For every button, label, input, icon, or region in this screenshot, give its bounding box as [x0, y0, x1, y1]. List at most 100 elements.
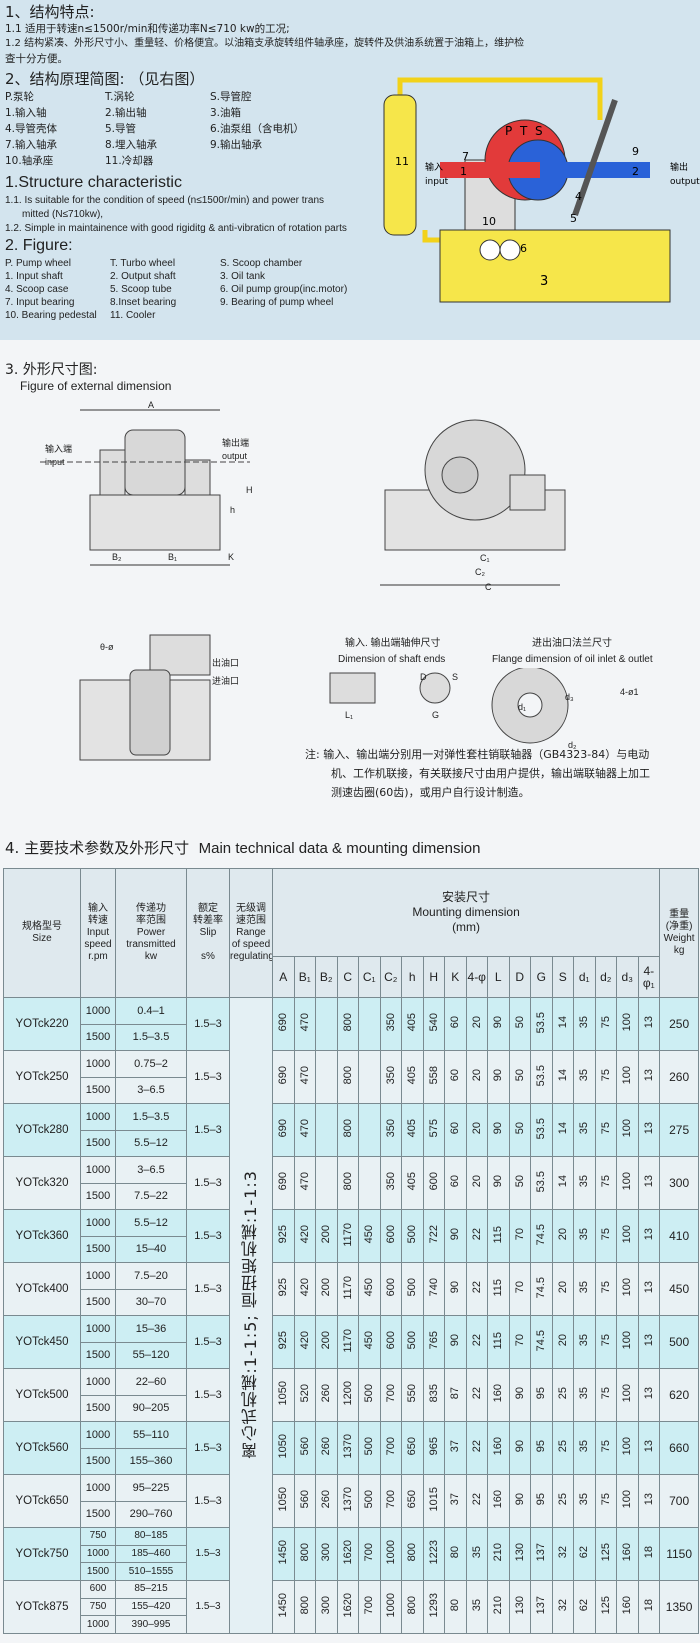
dim-cell-value: 14	[556, 1016, 569, 1029]
dim-cell: 22	[465, 1368, 488, 1422]
dim-cell: 95	[530, 1421, 553, 1475]
dim-cell: 22	[465, 1474, 488, 1528]
dim-cell: 690	[272, 1103, 295, 1157]
dim-c1-label: C₁	[480, 553, 490, 563]
dim-cell-value: 420	[298, 1278, 311, 1297]
schematic-label-6: 6	[520, 242, 527, 255]
oil-inlet-label: 进油口	[212, 676, 240, 686]
header-dim: d₃	[616, 956, 639, 998]
dim-cell-value: 75	[599, 1175, 612, 1188]
dim-cell-value: 53.5	[535, 1064, 548, 1087]
size-cell: YOTck875	[3, 1579, 81, 1634]
dim-cell-value: 75	[599, 1069, 612, 1082]
dim-cell-value: 210	[492, 1595, 505, 1615]
dim-h-upper-label: H	[246, 485, 253, 495]
dim-cell: 90	[487, 1103, 510, 1157]
dim-cell: 835	[422, 1368, 445, 1422]
power-cell: 3–6.5	[115, 1076, 187, 1104]
dim-cell: 20	[465, 1103, 488, 1157]
dim-cell-value: 558	[427, 1066, 440, 1085]
dim-cell-value: 100	[621, 1013, 634, 1032]
dim-cell: 300	[315, 1579, 338, 1634]
dim-cell: 500	[401, 1315, 424, 1369]
dim-cell-value: 115	[492, 1225, 505, 1244]
parts-list-item: T. Turbo wheel	[110, 258, 176, 269]
dim-cell: 500	[358, 1421, 381, 1475]
header-text: 传递功	[136, 903, 166, 914]
dim-cell-value: 925	[277, 1225, 290, 1244]
dim-cell-value: 1170	[341, 1222, 354, 1247]
parts-list-item: 7.输入轴承	[5, 139, 58, 151]
dim-cell: 90	[487, 997, 510, 1051]
slip-cell: 1.5–3	[186, 1209, 230, 1263]
power-cell: 185–460	[115, 1544, 187, 1564]
shaft-title-en: Dimension of shaft ends	[338, 654, 446, 665]
dim-cell: 1170	[336, 1209, 359, 1263]
weight-cell: 300	[659, 1156, 700, 1210]
speed-cell: 750	[80, 1527, 116, 1546]
dim-cell: 90	[508, 1421, 531, 1475]
dim-cell-value: 115	[492, 1278, 505, 1297]
dim-cell: 700	[379, 1421, 402, 1475]
parts-list-item: P.泵轮	[5, 91, 35, 103]
dim-cell-value: 32	[556, 1545, 569, 1559]
dim-cell: 25	[551, 1368, 574, 1422]
parts-list-item: 6. Oil pump group(inc.motor)	[220, 284, 348, 295]
slip-cell: 1.5–3	[186, 1527, 230, 1581]
parts-list-item: 1. Input shaft	[5, 271, 63, 282]
dim-cell-value: 35	[578, 1175, 591, 1188]
flange-title-en: Flange dimension of oil inlet & outlet	[492, 654, 653, 665]
dim-cell-value: 75	[599, 1387, 612, 1400]
dim-cell-value: 100	[621, 1119, 634, 1138]
dim-cell-value: 13	[642, 1016, 655, 1029]
sec1en-line1: 1.1. Is suitable for the condition of sp…	[5, 195, 325, 206]
dim-cell: 350	[379, 1156, 402, 1210]
dim-b2-label: B₂	[112, 552, 122, 562]
speed-cell: 1000	[80, 1209, 116, 1237]
dim-cell: 700	[358, 1527, 381, 1581]
dim-cell: 100	[616, 997, 639, 1051]
structure-schematic: P T S 1 2 3 4 5 6 7 9 10 11 输入 input 输出 …	[383, 77, 700, 303]
dim-cell: 74.5	[530, 1209, 553, 1263]
dim-cell-value: 1050	[277, 1487, 290, 1512]
dim-cell-value: 700	[363, 1542, 376, 1562]
dim-cell: 90	[508, 1474, 531, 1528]
dim-cell-value: 20	[470, 1175, 483, 1188]
dim-cell: 765	[422, 1315, 445, 1369]
parts-list-item: S.导管腔	[210, 91, 252, 103]
schematic-label-3: 3	[540, 274, 548, 289]
dim-cell: 20	[551, 1262, 574, 1316]
speed-cell: 1500	[80, 1562, 116, 1581]
dim-cell-value: 75	[599, 1016, 612, 1029]
power-cell: 7.5–22	[115, 1182, 187, 1210]
dim-cell-value: 32	[556, 1598, 569, 1612]
schematic-label-1: 1	[460, 165, 467, 178]
dim-cell-value: 95	[535, 1387, 548, 1400]
dim-cell-value: 60	[449, 1122, 462, 1135]
dim-cell-value: 800	[298, 1542, 311, 1562]
dim-cell-value: 125	[599, 1542, 612, 1562]
dim-cell: 75	[594, 1103, 617, 1157]
dim-cell: 37	[444, 1474, 467, 1528]
dim-cell: 1000	[379, 1527, 402, 1581]
dim-cell: 1000	[379, 1579, 402, 1634]
dim-cell-value: 70	[513, 1334, 526, 1347]
dim-cell-value: 35	[578, 1281, 591, 1294]
speed-cell: 1500	[80, 1447, 116, 1475]
dim-cell-value: 470	[298, 1172, 311, 1191]
dim-cell	[358, 1103, 381, 1157]
dim-cell-value: 405	[406, 1066, 419, 1085]
dim-cell: 1170	[336, 1262, 359, 1316]
dim-cell-value: 500	[406, 1225, 419, 1244]
dim-cell-value: 550	[406, 1384, 419, 1403]
header-text: Input	[86, 927, 110, 938]
dim-cell: 75	[594, 1421, 617, 1475]
dim-cell-value: 1000	[384, 1592, 397, 1618]
parts-list-item: 2.输出轴	[105, 107, 147, 119]
dim-cell: 22	[465, 1315, 488, 1369]
dim-cell: 1370	[336, 1474, 359, 1528]
dim-cell-value: 350	[384, 1066, 397, 1085]
dim-cell: 13	[637, 1315, 661, 1369]
dim-cell-value: 90	[449, 1228, 462, 1241]
